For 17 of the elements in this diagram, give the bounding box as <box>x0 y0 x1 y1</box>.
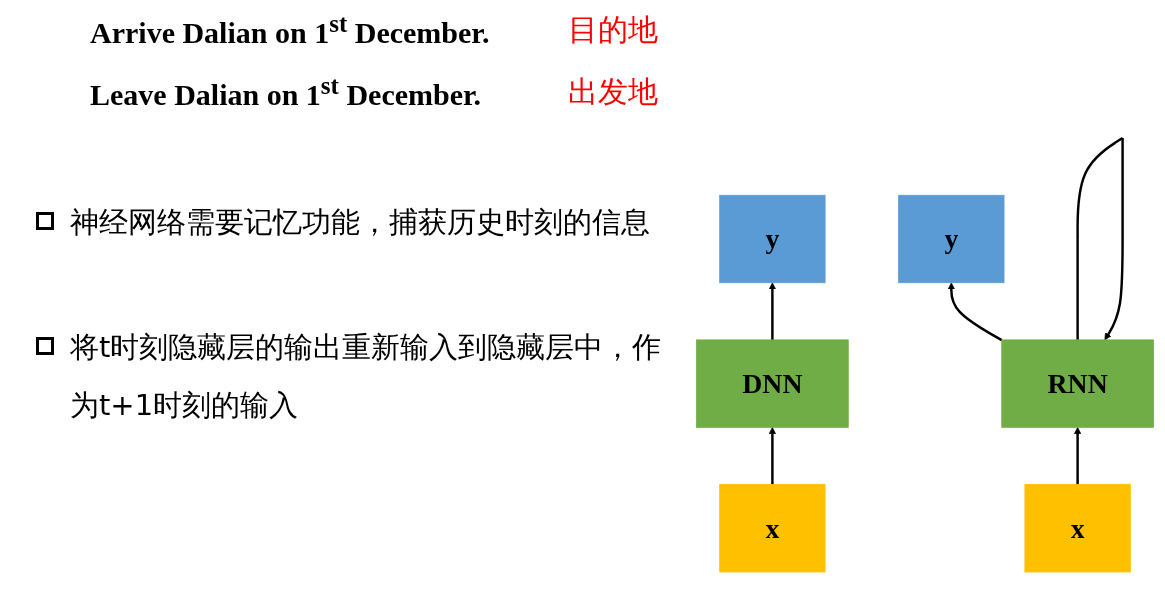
node-box: y <box>719 194 826 284</box>
bullet-text: 将t时刻隐藏层的输出重新输入到隐藏层中，作为t+1时刻的输入 <box>70 329 663 424</box>
node-box: DNN <box>696 339 849 428</box>
arrow <box>947 282 1003 342</box>
node-box: RNN <box>1001 339 1154 428</box>
arrow <box>768 282 776 340</box>
sentence-text: Leave Dalian on 1$^{st}$ December. <box>90 72 482 112</box>
node-box: x <box>719 484 826 573</box>
sentence-text: Arrive Dalian on 1$^{st}$ December. <box>90 10 490 50</box>
annotation-text: 出发地 <box>568 73 658 111</box>
arrow <box>1074 427 1082 485</box>
node-box: y <box>898 194 1005 284</box>
arrow <box>1076 137 1124 341</box>
annotation-text: 目的地 <box>568 11 658 49</box>
arrow <box>768 427 776 485</box>
node-box: x <box>1024 484 1131 573</box>
bullet-text: 神经网络需要记忆功能，捕获历史时刻的信息 <box>70 204 651 241</box>
